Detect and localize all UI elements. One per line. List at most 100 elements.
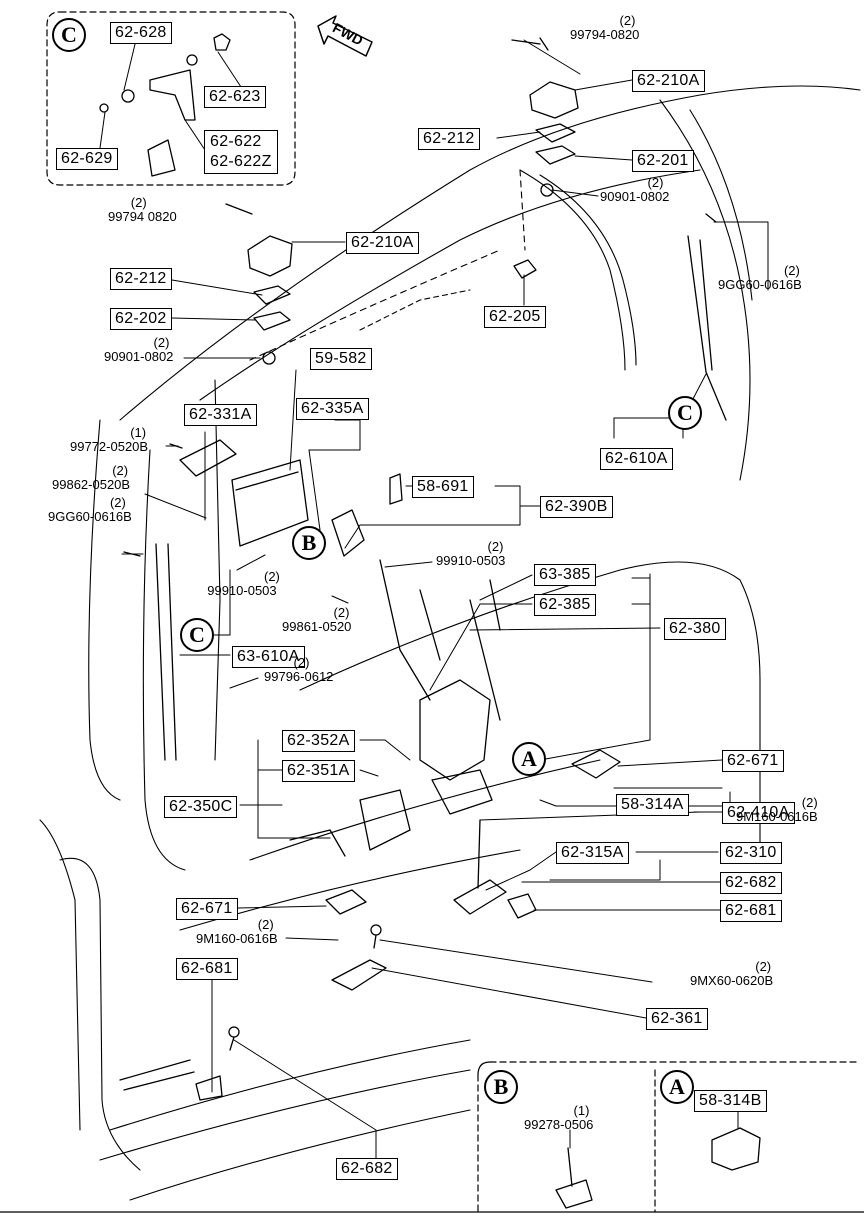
part-62-629: 62-629 [56,148,118,170]
bolt-qty: (1) [130,425,147,440]
bolt-number: 99794-0820 [570,27,640,42]
bolt-number: 9GG60-0616B [718,277,802,292]
part-62-610a-right: 62-610A [600,448,673,470]
part-62-385: 62-385 [534,594,596,616]
bolt-99278-0506: (1) 99278-0506 [524,1104,593,1132]
part-62-623: 62-623 [204,86,266,108]
part-62-331a: 62-331A [184,404,257,426]
parts-sketches [99,33,761,1209]
part-62-212-left: 62-212 [110,268,172,290]
part-63-610a: 63-610A [232,646,305,668]
bolt-99910-0503-right: (2) 99910-0503 [436,540,505,568]
callout-b-inset: B [484,1070,518,1104]
bolt-qty: (2) [783,263,800,278]
part-62-628: 62-628 [110,22,172,44]
part-62-410a: 62-410A [722,802,795,824]
part-62-350c: 62-350C [164,796,238,818]
bolt-9m160-0616b-left: (2) 9M160-0616B [196,918,278,946]
bolt-qty: (2) [153,335,170,350]
part-62-202: 62-202 [110,308,172,330]
part-62-315a: 62-315A [556,842,629,864]
bolt-number: 99772-0520B [70,439,149,454]
bolt-9m160-0616b-right: (2) 9M160-0616B [736,796,818,824]
bolt-9gg60-0616b-right: (2) 9GG60-0616B [718,264,802,292]
callout-a-main: A [512,742,546,776]
bolt-qty: (2) [264,569,280,584]
part-58-314a: 58-314A [616,794,689,816]
bolt-9gg60-0616b-left: (2) 9GG60-0616B [48,496,132,524]
bolt-qty: (2) [487,539,504,554]
part-62-622-label: 62-622 [210,133,262,150]
part-62-622: 62-622 62-622Z [204,130,278,174]
part-62-681-left: 62-681 [176,958,238,980]
callout-c-right: C [668,396,702,430]
part-62-681-right: 62-681 [720,900,782,922]
bolt-qty: (2) [801,795,818,810]
bolt-number: 9MX60-0620B [690,973,774,988]
body-outline [39,85,861,1201]
bolt-number: 9M160-0616B [196,931,278,946]
bolt-qty: (2) [112,463,129,478]
part-62-212-top: 62-212 [418,128,480,150]
bolt-99862-0520b: (2) 99862-0520B [52,464,130,492]
callout-c-left: C [180,618,214,652]
part-62-352a: 62-352A [282,730,355,752]
bolt-qty: (2) [130,195,147,210]
part-58-691: 58-691 [412,476,474,498]
bolt-qty: (2) [755,959,772,974]
bolt-number: 99910-0503 [207,583,277,598]
callout-b-main: B [292,526,326,560]
fwd-arrow-icon [317,15,373,57]
bolt-number: 9GG60-0616B [48,509,132,524]
part-62-671-left: 62-671 [176,898,238,920]
bolt-99910-0503-left: (2) 99910-0503 [204,570,280,598]
part-62-682-bottom: 62-682 [336,1158,398,1180]
bolt-number: 90901-0802 [104,349,174,364]
part-62-310: 62-310 [720,842,782,864]
bolt-number: 99796-0612 [264,669,334,684]
part-59-582: 59-582 [310,348,372,370]
bolt-99796-0612: (2) 99796-0612 [264,656,333,684]
bolt-number: 99862-0520B [52,477,131,492]
part-63-385: 63-385 [534,564,596,586]
bolt-99861-0520: (2) 99861-0520 [282,606,351,634]
part-62-335a: 62-335A [296,398,369,420]
bolt-qty: (2) [293,655,310,670]
callout-a-inset: A [660,1070,694,1104]
part-62-671-right: 62-671 [722,750,784,772]
inset-c-frame [46,11,296,186]
part-62-210a-left: 62-210A [346,232,419,254]
bolt-90901-0802-left: (2) 90901-0802 [104,336,173,364]
bolt-qty: (2) [619,13,636,28]
bolt-90901-0802-top: (2) 90901-0802 [600,176,669,204]
bolt-qty: (2) [647,175,664,190]
part-62-210a-top: 62-210A [632,70,705,92]
bolt-number: 9M160-0616B [736,809,818,824]
bolt-qty: (2) [257,917,274,932]
part-62-380: 62-380 [664,618,726,640]
bolt-number: 99861-0520 [282,619,352,634]
part-58-314b: 58-314B [694,1090,767,1112]
bolt-number: 90901-0802 [600,189,670,204]
bolt-99794-0820-top: (2) 99794-0820 [570,14,639,42]
part-62-390b: 62-390B [540,496,613,518]
part-62-201: 62-201 [632,150,694,172]
part-62-682-right: 62-682 [720,872,782,894]
part-62-205: 62-205 [484,306,546,328]
bolt-qty: (2) [109,495,126,510]
bolt-9mx60-0620b: (2) 9MX60-0620B [690,960,773,988]
part-62-622z-label: 62-622Z [210,153,272,170]
inset-ab-frame [477,1061,861,1213]
bolt-number: 99794 0820 [108,209,177,224]
bolt-qty: (2) [333,605,350,620]
bolt-number: 99910-0503 [436,553,506,568]
bolt-qty: (1) [573,1103,590,1118]
bolt-99794-0820-left: (2) 99794 0820 [108,196,177,224]
bolt-number: 99278-0506 [524,1117,594,1132]
callout-c-inset: C [52,18,86,52]
part-62-351a: 62-351A [282,760,355,782]
bolt-99772-0520b: (1) 99772-0520B [70,426,148,454]
leader-lines [99,39,769,1161]
